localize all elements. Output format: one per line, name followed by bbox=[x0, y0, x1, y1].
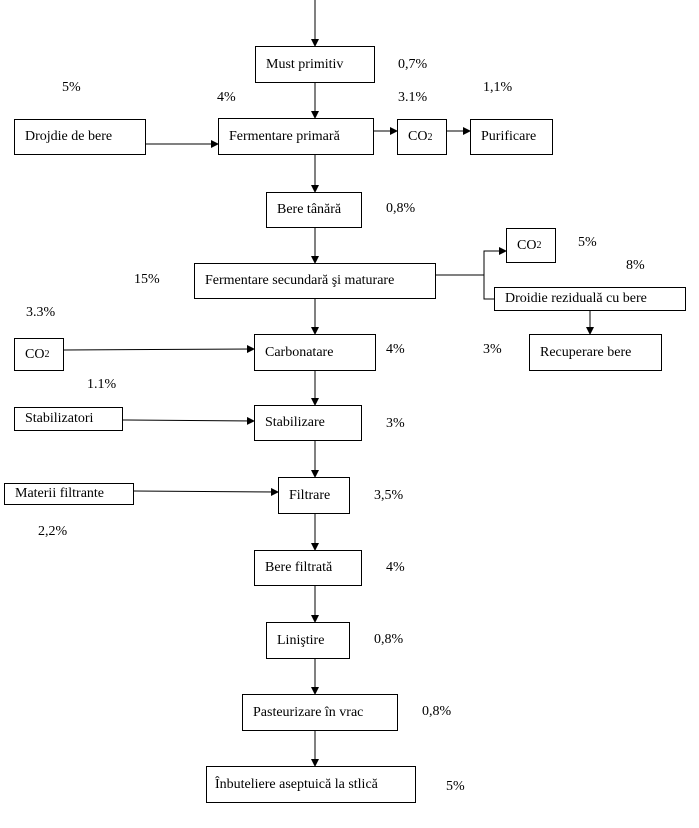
node-linistire: Liniştire bbox=[266, 622, 350, 659]
percent-label: 3% bbox=[386, 416, 405, 431]
node-label: Droidie reziduală cu bere bbox=[505, 291, 647, 306]
node-label: Materii filtrante bbox=[15, 486, 105, 501]
percent-label: 4% bbox=[386, 342, 405, 357]
node-label: Bere filtrată bbox=[265, 560, 333, 575]
node-label: Stabilizare bbox=[265, 415, 325, 430]
percent-label: 3,5% bbox=[374, 488, 404, 503]
percent-label: 0,8% bbox=[386, 201, 416, 216]
node-droidie-reziduala: Droidie reziduală cu bere bbox=[494, 287, 686, 311]
node-purificare: Purificare bbox=[470, 119, 553, 155]
node-label: Liniştire bbox=[277, 632, 325, 648]
node-label: Carbonatare bbox=[265, 344, 334, 360]
percent-label: 1.1% bbox=[87, 377, 117, 392]
node-fermentare-secundara: Fermentare secundară şi maturare bbox=[194, 263, 436, 299]
node-label: Filtrare bbox=[289, 487, 331, 503]
node-stabilizatori: Stabilizatori bbox=[14, 407, 123, 431]
subscript: 2 bbox=[536, 240, 542, 251]
node-label: Recuperare bere bbox=[540, 344, 632, 360]
node-imbuteliere: Înbuteliere aseptuică la stlică bbox=[206, 766, 416, 803]
node-filtrare: Filtrare bbox=[278, 477, 350, 514]
percent-label: 15% bbox=[134, 272, 160, 287]
node-bere-tanara: Bere tânără bbox=[266, 192, 362, 228]
percent-label: 1,1% bbox=[483, 80, 513, 95]
node-label: CO bbox=[517, 237, 537, 253]
percent-label: 3% bbox=[483, 342, 502, 357]
node-label: Fermentare secundară şi maturare bbox=[205, 273, 395, 288]
node-stabilizare: Stabilizare bbox=[254, 405, 362, 441]
node-must-primitiv: Must primitiv bbox=[255, 46, 375, 83]
percent-label: 3.1% bbox=[398, 90, 428, 105]
node-label: Fermentare primară bbox=[229, 128, 340, 144]
node-label: Must primitiv bbox=[266, 56, 344, 72]
percent-label: 0,8% bbox=[422, 704, 452, 719]
node-label: Înbuteliere aseptuică la stlică bbox=[215, 776, 378, 792]
node-label: CO bbox=[25, 346, 45, 362]
node-pasteurizare: Pasteurizare în vrac bbox=[242, 694, 398, 731]
node-label: Bere tânără bbox=[277, 202, 342, 217]
percent-label: 4% bbox=[386, 560, 405, 575]
percent-label: 3.3% bbox=[26, 305, 56, 320]
node-label: Drojdie de bere bbox=[25, 129, 113, 144]
node-recuperare-bere: Recuperare bere bbox=[529, 334, 662, 371]
node-drojdie-de-bere: Drojdie de bere bbox=[14, 119, 146, 155]
percent-label: 0,8% bbox=[374, 632, 404, 647]
subscript: 2 bbox=[44, 349, 50, 360]
percent-label: 2,2% bbox=[38, 524, 68, 539]
percent-label: 0,7% bbox=[398, 57, 428, 72]
node-carbonatare: Carbonatare bbox=[254, 334, 376, 371]
node-label: Stabilizatori bbox=[25, 411, 94, 426]
node-materii-filtrante: Materii filtrante bbox=[4, 483, 134, 505]
node-fermentare-primara: Fermentare primară bbox=[218, 118, 374, 155]
node-label: Pasteurizare în vrac bbox=[253, 704, 364, 720]
percent-label: 5% bbox=[578, 235, 597, 250]
node-bere-filtrata: Bere filtrată bbox=[254, 550, 362, 586]
percent-label: 5% bbox=[446, 779, 465, 794]
subscript: 2 bbox=[427, 131, 433, 143]
percent-label: 8% bbox=[626, 258, 645, 273]
node-label: CO bbox=[408, 129, 428, 144]
node-label: Purificare bbox=[481, 129, 537, 144]
percent-label: 4% bbox=[217, 90, 236, 105]
percent-label: 5% bbox=[62, 80, 81, 95]
